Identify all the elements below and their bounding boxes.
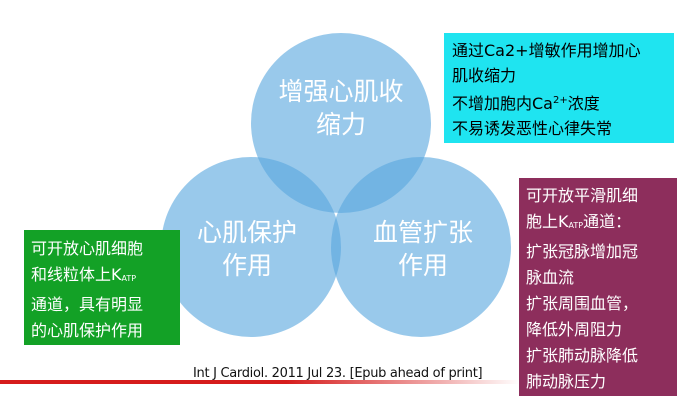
maroon-line-2: 胞上KATP通道： bbox=[526, 209, 670, 239]
circle-right bbox=[331, 157, 511, 337]
maroon-line-4: 脉血流 bbox=[526, 268, 575, 287]
cyan-line-1: 通过Ca2+增敏作用增加心 bbox=[452, 41, 641, 60]
circle-left bbox=[161, 157, 341, 337]
green-line-2: 和线粒体上KATP bbox=[31, 262, 173, 292]
circle-top-line-2: 缩力 bbox=[315, 110, 366, 139]
green-line-4: 的心肌保护作用 bbox=[31, 321, 144, 340]
red-divider-line bbox=[0, 380, 520, 384]
cyan-line-3-text: 不增加胞内Ca bbox=[452, 94, 553, 113]
maroon-line-2-sub: ATP bbox=[568, 221, 584, 230]
maroon-line-6: 降低外周阻力 bbox=[526, 320, 623, 339]
circle-right-line-2: 作用 bbox=[397, 251, 448, 280]
citation-text: Int J Cardiol. 2011 Jul 23. [Epub ahead … bbox=[193, 366, 483, 381]
cyan-line-3-sup: 2+ bbox=[552, 95, 568, 106]
green-line-1: 可开放心肌细胞 bbox=[31, 239, 144, 258]
circle-left-label: 心肌保护 作用 bbox=[182, 216, 312, 282]
green-line-2-sub: ATP bbox=[121, 274, 137, 283]
maroon-line-2-post: 通道： bbox=[583, 212, 632, 231]
maroon-line-2-text: 胞上K bbox=[526, 212, 569, 231]
cyan-info-box: 通过Ca2+增敏作用增加心 肌收缩力 不增加胞内Ca2+浓度 不易诱发恶性心律失… bbox=[444, 33, 674, 143]
circle-top-line-1: 增强心肌收 bbox=[278, 77, 404, 106]
maroon-line-8: 肺动脉压力 bbox=[526, 372, 607, 391]
cyan-line-4: 不易诱发恶性心律失常 bbox=[452, 119, 613, 138]
maroon-line-1: 可开放平滑肌细 bbox=[526, 186, 639, 205]
maroon-line-5: 扩张周围血管， bbox=[526, 294, 639, 313]
maroon-line-3: 扩张冠脉增加冠 bbox=[526, 242, 639, 261]
circle-top-label: 增强心肌收 缩力 bbox=[266, 75, 416, 141]
green-line-3: 通道，具有明显 bbox=[31, 295, 144, 314]
green-info-box: 可开放心肌细胞 和线粒体上KATP 通道，具有明显 的心肌保护作用 bbox=[24, 230, 180, 345]
maroon-info-box: 可开放平滑肌细 胞上KATP通道： 扩张冠脉增加冠 脉血流 扩张周围血管， 降低… bbox=[519, 178, 677, 396]
circle-right-label: 血管扩张 作用 bbox=[358, 216, 488, 282]
cyan-line-2: 肌收缩力 bbox=[452, 66, 517, 85]
circle-left-line-1: 心肌保护 bbox=[196, 218, 297, 247]
circle-left-line-2: 作用 bbox=[221, 251, 272, 280]
cyan-line-3: 不增加胞内Ca2+浓度 bbox=[452, 88, 666, 116]
maroon-line-7: 扩张肺动脉降低 bbox=[526, 346, 639, 365]
cyan-line-3-post: 浓度 bbox=[567, 94, 600, 113]
green-line-2-text: 和线粒体上K bbox=[31, 265, 122, 284]
circle-right-line-1: 血管扩张 bbox=[372, 218, 473, 247]
